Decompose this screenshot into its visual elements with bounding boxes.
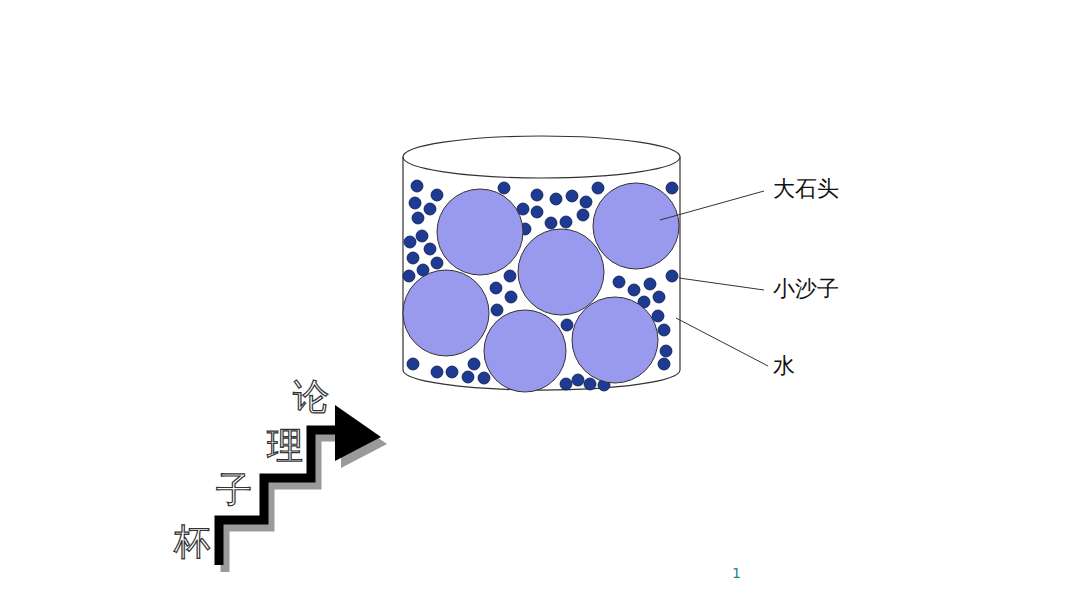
cup-rim	[403, 136, 680, 178]
sand-grain	[505, 291, 517, 303]
sand-grain	[577, 209, 589, 221]
stair-character: 论	[293, 377, 329, 417]
sand-grain	[666, 182, 678, 194]
sand-grain	[407, 358, 419, 370]
callout-label: 水	[773, 354, 795, 378]
stair-character: 子	[216, 470, 252, 510]
callout-label: 大石头	[773, 177, 839, 201]
sand-grain	[658, 324, 670, 336]
sand-grain	[613, 276, 625, 288]
callout-label: 小沙子	[773, 277, 839, 301]
big-stone	[403, 270, 489, 356]
sand-grain	[560, 216, 572, 228]
sand-grain	[580, 196, 592, 208]
sand-grain	[628, 284, 640, 296]
sand-grain	[660, 345, 672, 357]
sand-grain	[468, 358, 480, 370]
big-stone	[437, 189, 523, 275]
sand-grain	[424, 203, 436, 215]
sand-grain	[652, 310, 664, 322]
leader-line	[660, 191, 764, 220]
big-stone	[518, 229, 604, 315]
sand-grain	[566, 190, 578, 202]
sand-grain	[584, 378, 596, 390]
sand-grain	[491, 304, 503, 316]
page-number: 1	[732, 566, 741, 581]
sand-grain	[545, 217, 557, 229]
sand-grain	[504, 270, 516, 282]
leader-lines	[660, 191, 768, 366]
sand-grain	[424, 243, 436, 255]
sand-grain	[490, 282, 502, 294]
sand-grain	[412, 212, 424, 224]
sand-grain	[561, 319, 573, 331]
sand-grain	[407, 252, 419, 264]
big-stone	[484, 310, 566, 392]
big-stone	[572, 297, 658, 383]
sand-grain	[431, 189, 443, 201]
sand-grain	[560, 378, 572, 390]
sand-grain	[658, 358, 670, 370]
sand-grain	[478, 372, 490, 384]
stair-character: 理	[267, 426, 303, 466]
arrow-head	[335, 405, 381, 461]
sand-grain	[531, 206, 543, 218]
sand-grain	[431, 257, 443, 269]
sand-grain	[531, 189, 543, 201]
big-stones	[403, 183, 679, 392]
leader-line	[676, 318, 768, 366]
sand-grain	[462, 371, 474, 383]
stair-character: 杯	[174, 522, 210, 562]
sand-grain	[446, 366, 458, 378]
big-stone	[593, 183, 679, 269]
sand-grain	[409, 197, 421, 209]
sand-grain	[550, 193, 562, 205]
sand-grain	[666, 270, 678, 282]
sand-grain	[653, 291, 665, 303]
sand-grain	[416, 230, 428, 242]
sand-grain	[498, 182, 510, 194]
sand-grains	[403, 180, 678, 391]
sand-grain	[644, 278, 656, 290]
sand-grain	[572, 374, 584, 386]
sand-grain	[411, 180, 423, 192]
leader-line	[679, 278, 764, 290]
sand-grain	[403, 270, 415, 282]
sand-grain	[431, 366, 443, 378]
sand-grain	[404, 236, 416, 248]
sand-grain	[592, 182, 604, 194]
